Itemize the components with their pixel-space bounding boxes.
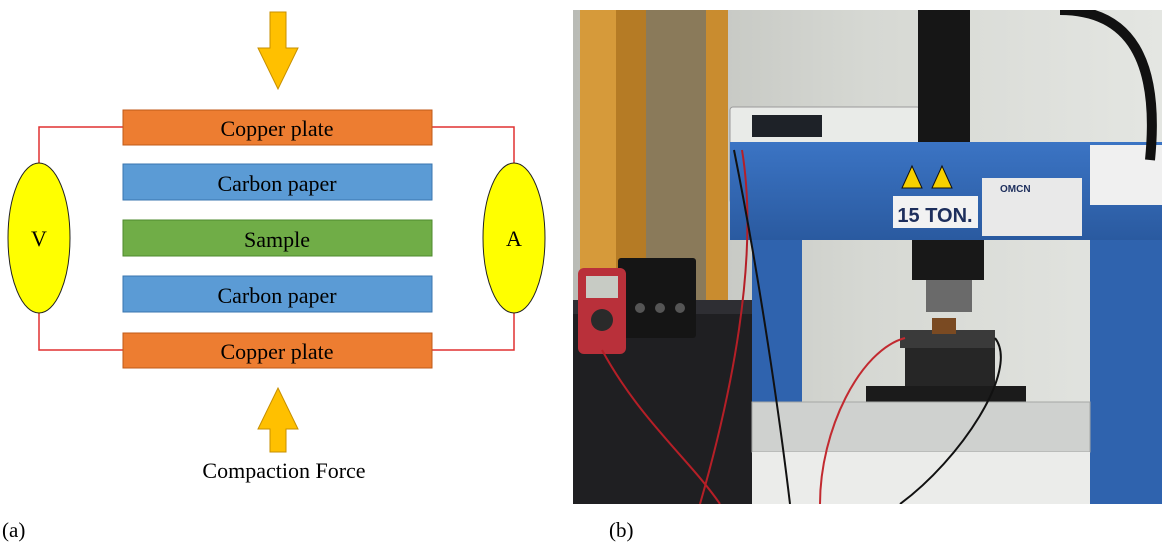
sample-holder bbox=[932, 318, 956, 334]
panel-label-b: (b) bbox=[609, 518, 634, 542]
panel-label-a: (a) bbox=[2, 518, 26, 542]
power-supply bbox=[618, 258, 696, 338]
test-lead-black bbox=[733, 149, 791, 504]
press-piston bbox=[926, 280, 972, 312]
ammeter-label: A bbox=[506, 226, 522, 251]
layer-carbon-paper-bottom bbox=[122, 275, 433, 313]
layer-stack: Copper plate Carbon paper Sample Carbon … bbox=[122, 109, 433, 369]
schematic-diagram: Copper plate Carbon paper Sample Carbon … bbox=[7, 11, 546, 483]
power-supply-knob bbox=[635, 303, 645, 313]
layer-copper-plate-top bbox=[122, 109, 433, 146]
test-lead-red bbox=[699, 149, 749, 504]
circuit-wires bbox=[38, 126, 515, 351]
test-lead-red bbox=[601, 349, 721, 504]
apparatus-photo: 15 TON. OMCN bbox=[573, 10, 1162, 504]
layer-label: Copper plate bbox=[220, 116, 333, 141]
layer-label: Copper plate bbox=[220, 339, 333, 364]
brand-label: OMCN bbox=[1000, 184, 1031, 195]
press-frame-right-leg bbox=[1090, 240, 1162, 504]
multimeter-screen bbox=[586, 276, 618, 298]
bench-meter-display bbox=[752, 115, 822, 137]
power-supply-knob bbox=[655, 303, 665, 313]
spec-plate bbox=[982, 178, 1082, 236]
layer-label: Carbon paper bbox=[217, 171, 337, 196]
door-frame-right bbox=[706, 10, 728, 310]
ammeter-icon bbox=[482, 162, 546, 314]
wire-left-top bbox=[38, 126, 123, 163]
press-cylinder bbox=[918, 10, 970, 150]
warning-icon bbox=[901, 164, 923, 189]
test-lead-red bbox=[819, 337, 906, 504]
force-arrow-bottom bbox=[257, 386, 299, 453]
lower-crossbar bbox=[752, 452, 1090, 504]
sample-fixture-plate bbox=[900, 330, 995, 348]
wire-right-bottom bbox=[432, 313, 515, 351]
press-capacity-label: 15 TON. bbox=[897, 205, 972, 227]
voltmeter-label: V bbox=[31, 226, 47, 251]
layer-carbon-paper-top bbox=[122, 163, 433, 201]
wire-left-bottom bbox=[38, 313, 123, 351]
warning-icon bbox=[931, 164, 953, 189]
compaction-force-label: Compaction Force bbox=[202, 458, 365, 483]
steel-guard bbox=[751, 401, 1091, 453]
test-leads bbox=[601, 10, 1157, 504]
voltmeter-icon bbox=[7, 162, 71, 314]
wire-right-top bbox=[432, 126, 515, 163]
layer-label: Sample bbox=[244, 227, 310, 252]
press-ram bbox=[912, 238, 984, 280]
test-lead-black bbox=[899, 337, 1002, 504]
layer-copper-plate-bottom bbox=[122, 332, 433, 369]
power-supply-knob bbox=[675, 303, 685, 313]
hydraulic-hose bbox=[1059, 10, 1157, 161]
press-label-plate bbox=[893, 196, 978, 228]
fixture-support bbox=[905, 348, 995, 386]
layer-label: Carbon paper bbox=[217, 283, 337, 308]
layer-sample bbox=[122, 219, 433, 257]
multimeter-dial bbox=[591, 309, 613, 331]
force-arrow-top bbox=[257, 11, 299, 91]
